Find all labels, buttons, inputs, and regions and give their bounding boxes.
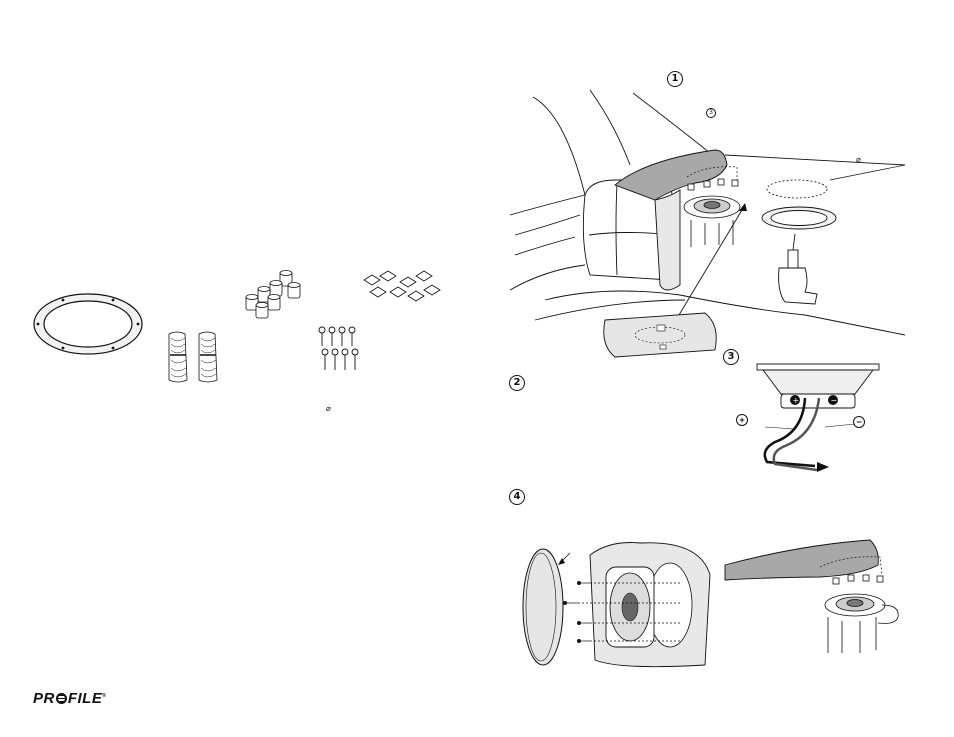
car-door-interior-illustration bbox=[505, 85, 925, 365]
step-4-number: 4 bbox=[509, 489, 525, 505]
svg-text:−: − bbox=[831, 396, 838, 405]
drill-icon bbox=[775, 232, 825, 312]
positive-terminal-label: + bbox=[736, 414, 748, 426]
spacer-nut-icon bbox=[242, 268, 312, 323]
step-2-number: 2 bbox=[509, 375, 525, 391]
negative-terminal-label: − bbox=[853, 416, 865, 428]
rear-deck-mount-illustration bbox=[720, 535, 920, 665]
logo-o-icon bbox=[56, 693, 67, 704]
step-3-number: 3 bbox=[723, 349, 739, 365]
screw-icon bbox=[316, 326, 366, 376]
profile-logo: PR FILE® bbox=[33, 690, 107, 707]
logo-trademark: ® bbox=[102, 693, 106, 699]
wire-bundle-icon bbox=[165, 330, 225, 385]
door-panel-mount-illustration bbox=[520, 535, 720, 675]
logo-text-rest: FILE bbox=[68, 690, 103, 707]
diameter-symbol: ⌀ bbox=[326, 404, 331, 413]
mounting-ring-icon bbox=[28, 292, 148, 362]
svg-text:+: + bbox=[793, 396, 800, 405]
speaker-wiring-illustration: + − bbox=[755, 362, 885, 482]
clip-icon bbox=[360, 270, 440, 310]
logo-text: PR bbox=[33, 690, 55, 707]
